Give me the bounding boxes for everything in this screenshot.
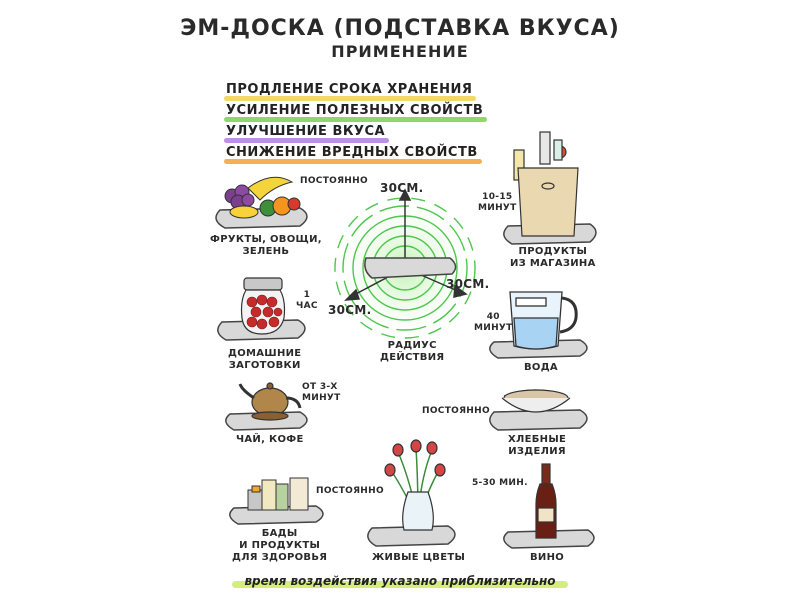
preserves-time: 1 ЧАС [296,290,318,311]
tea-label: ЧАЙ, КОФЕ [236,434,304,445]
preserves-label: ДОМАШНИЕ ЗАГОТОВКИ [228,348,302,371]
wine-bottle-icon [535,463,557,539]
supplements-icon [247,477,309,511]
store-time: 10-15 МИНУТ [478,192,517,213]
teapot-icon [238,382,302,421]
benefit-item: УЛУЧШЕНИЕ ВКУСА [224,124,390,143]
radius-label-right: 30СМ. [446,277,490,291]
fruits-icon [224,176,301,219]
water-pitcher-icon [509,291,578,350]
bread-label: ХЛЕБНЫЕ ИЗДЕЛИЯ [508,434,567,457]
flowers-vase-icon [384,439,446,531]
shopping-bag-icon [513,131,579,237]
water-label: ВОДА [524,362,558,373]
benefit-item: УСИЛЕНИЕ ПОЛЕЗНЫХ СВОЙСТВ [224,103,488,122]
water-time: 40 МИНУТ [474,312,513,333]
supplements-time: ПОСТОЯННО [316,486,384,496]
fruits-label: ФРУКТЫ, ОВОЩИ, ЗЕЛЕНЬ [210,234,322,257]
page-subtitle: ПРИМЕНЕНИЕ [331,42,469,61]
benefit-item: СНИЖЕНИЕ ВРЕДНЫХ СВОЙСТВ [224,145,482,164]
bread-basket-icon [501,389,571,413]
tea-time: ОТ 3-Х МИНУТ [302,382,341,403]
bread-time: ПОСТОЯННО [422,406,490,416]
em-board [364,257,457,279]
action-radius-caption: РАДИУС ДЕЙСТВИЯ [380,340,445,363]
jar-icon [240,277,286,335]
wine-label: ВИНО [530,552,565,563]
wine-time: 5-30 МИН. [472,478,528,488]
radius-label-top: 30СМ. [380,181,424,195]
action-radius-diagram [333,188,477,340]
fruits-time: ПОСТОЯННО [300,176,368,186]
flowers-label: ЖИВЫЕ ЦВЕТЫ [372,552,466,563]
radius-label-left: 30СМ. [328,303,372,317]
supplements-label: БАДЫ И ПРОДУКТЫ ДЛЯ ЗДОРОВЬЯ [232,528,328,563]
benefit-item: ПРОДЛЕНИЕ СРОКА ХРАНЕНИЯ [224,82,477,101]
footer-note: время воздействия указано приблизительно [0,570,800,589]
store-label: ПРОДУКТЫ ИЗ МАГАЗИНА [510,246,596,269]
page-title: ЭМ-ДОСКА (ПОДСТАВКА ВКУСА) [180,16,620,41]
